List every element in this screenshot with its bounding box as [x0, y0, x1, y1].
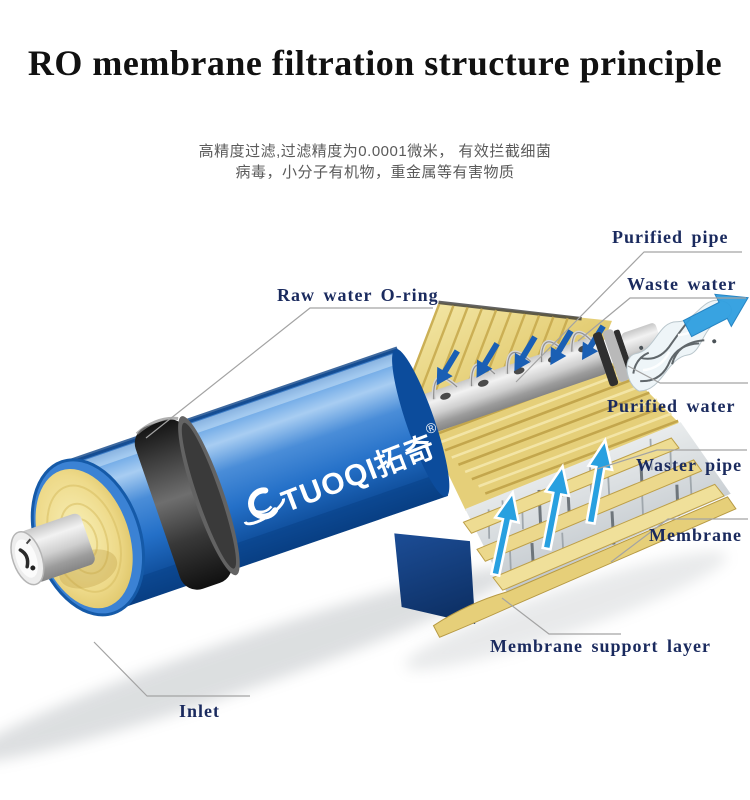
label-membrane: Membrane	[649, 525, 742, 545]
cylinder-shadow	[0, 567, 515, 763]
shell-bottom-edge	[394, 533, 476, 624]
flow-arrow-cyan	[489, 437, 614, 578]
brand-logo-icon	[243, 487, 285, 526]
cylinder-end-cap	[10, 458, 146, 617]
inlet-tube	[10, 513, 95, 586]
label-purified-water: Purified water	[607, 396, 736, 416]
raw-water-o-ring	[134, 416, 240, 590]
membrane-support-layer-sheet	[432, 496, 737, 638]
leader-lines	[93, 251, 748, 697]
purified-pipe-leader-line	[515, 251, 742, 383]
label-waste-water: Waste water	[627, 274, 737, 294]
inlet-leader-line	[93, 641, 250, 697]
waster-pipe-leader-line	[596, 449, 747, 470]
label-raw-water-oring: Raw water O-ring	[277, 285, 439, 305]
stack-shadow	[404, 551, 727, 670]
subtitle-line-1: 高精度过滤,过滤精度为0.0001微米， 有效拦截细菌	[198, 143, 552, 160]
label-inlet: Inlet	[179, 701, 220, 721]
label-purified-pipe: Purified pipe	[612, 227, 729, 247]
label-membrane-support-layer: Membrane support layer	[490, 636, 711, 656]
waste-water-leader-line	[577, 297, 746, 342]
label-waster-pipe: Waster pipe	[636, 455, 743, 475]
page-title: RO membrane filtration structure princip…	[27, 43, 723, 83]
shell-cut-rim	[392, 348, 450, 497]
purified-water-leader-line	[627, 365, 748, 384]
membrane-support-layer-leader-line	[501, 597, 621, 635]
membrane-leader-line	[610, 518, 748, 563]
subtitle: 高精度过滤,过滤精度为0.0001微米， 有效拦截细菌 病毒，小分子有机物，重金…	[0, 141, 750, 183]
raw-water-oring-leader-line	[145, 307, 433, 439]
flow-arrow-out	[682, 293, 749, 338]
membrane-slab	[492, 483, 725, 591]
subtitle-line-2: 病毒，小分子有机物，重金属等有害物质	[235, 164, 515, 181]
